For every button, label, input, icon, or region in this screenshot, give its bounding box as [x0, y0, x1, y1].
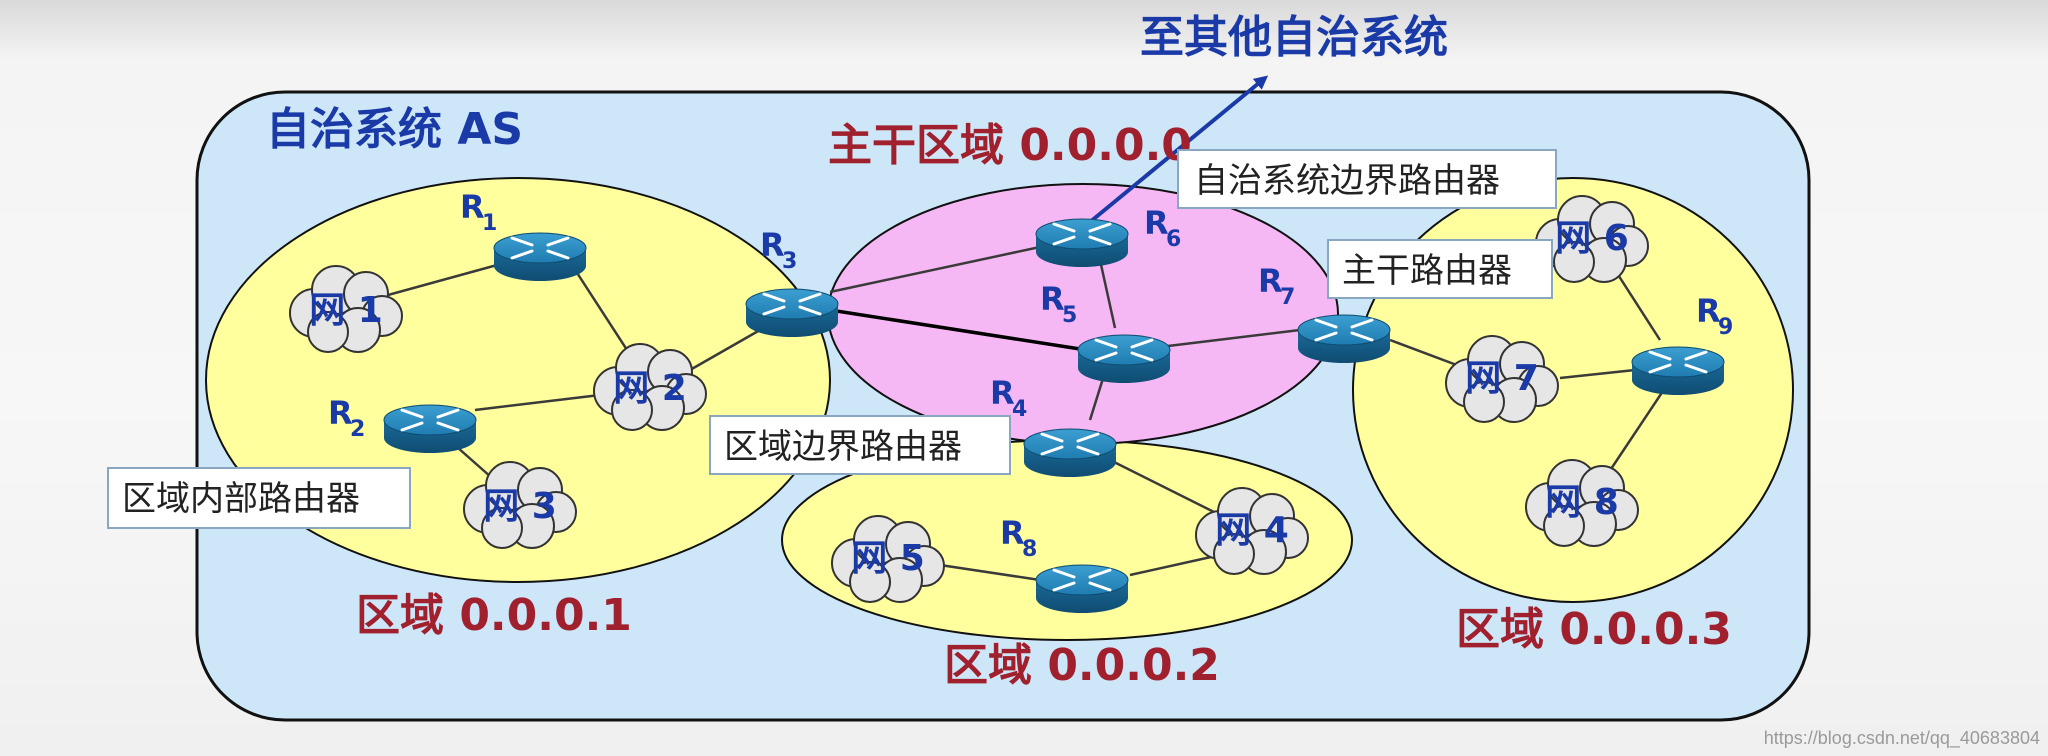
router-label-r7: R7: [1258, 262, 1295, 310]
watermark: https://blog.csdn.net/qq_40683804: [1764, 728, 2040, 749]
router-label-r5: R5: [1040, 280, 1077, 328]
network-label-n5: 网 5: [851, 538, 925, 579]
svg-text:区域边界路由器: 区域边界路由器: [724, 427, 962, 467]
svg-text:3: 3: [782, 249, 797, 274]
backbone-area-title: 主干区域 0.0.0.0: [828, 120, 1192, 171]
router-label-r2: R2: [328, 394, 365, 442]
router-icon-r7: [1297, 314, 1391, 363]
area-0-0-0-3-title: 区域 0.0.0.3: [1456, 604, 1732, 655]
router-label-r3: R3: [760, 226, 797, 274]
svg-text:5: 5: [1062, 303, 1077, 328]
svg-text:1: 1: [482, 211, 497, 236]
svg-text:R: R: [1696, 292, 1721, 330]
svg-text:R: R: [1000, 514, 1025, 552]
router-icon-r2: [383, 404, 477, 453]
svg-text:R: R: [328, 394, 353, 432]
network-label-n7: 网 7: [1465, 358, 1539, 399]
link-r2-n2: [474, 393, 601, 412]
svg-text:8: 8: [1022, 537, 1037, 562]
network-label-n2: 网 2: [613, 368, 687, 409]
svg-text:区域内部路由器: 区域内部路由器: [122, 479, 360, 519]
callout-asbr: 自治系统边界路由器: [1177, 149, 1557, 209]
router-label-r9: R9: [1696, 292, 1733, 340]
link-r8-n4: [1129, 553, 1221, 577]
callout-backbone-router: 主干路由器: [1327, 239, 1553, 299]
svg-text:R: R: [1144, 204, 1169, 242]
router-icon-r3: [745, 288, 839, 337]
svg-text:R: R: [1258, 262, 1283, 300]
router-label-r8: R8: [1000, 514, 1037, 562]
router-icon-r1: [493, 232, 587, 281]
area-0-0-0-2-title: 区域 0.0.0.2: [944, 640, 1220, 691]
svg-text:9: 9: [1718, 315, 1733, 340]
network-label-n6: 网 6: [1555, 218, 1629, 259]
svg-text:4: 4: [1012, 397, 1027, 422]
network-label-n3: 网 3: [483, 486, 557, 527]
router-label-r1: R1: [460, 188, 497, 236]
router-label-r4: R4: [990, 374, 1027, 422]
router-icon-r8: [1035, 564, 1129, 613]
svg-text:6: 6: [1166, 227, 1181, 252]
link-r9-n7: [1559, 368, 1636, 380]
router-label-r6: R6: [1144, 204, 1181, 252]
svg-text:7: 7: [1280, 285, 1295, 310]
svg-text:R: R: [990, 374, 1015, 412]
link-r8-n5: [939, 563, 1041, 582]
link-r1-n1: [369, 260, 509, 302]
link-r9-n6: [1613, 269, 1662, 341]
svg-text:R: R: [760, 226, 785, 264]
area-0-0-0-1-title: 区域 0.0.0.1: [356, 590, 632, 641]
router-icon-r6: [1035, 218, 1129, 267]
svg-text:主干路由器: 主干路由器: [1342, 251, 1512, 291]
router-icon-r5: [1077, 334, 1171, 383]
network-cloud-n1: 网 1: [289, 265, 403, 353]
svg-text:R: R: [460, 188, 485, 226]
as-title: 自治系统 AS: [266, 104, 523, 155]
callout-area-border-router: 区域边界路由器: [709, 415, 1011, 475]
network-cloud-n3: 网 3: [463, 461, 577, 549]
network-cloud-n2: 网 2: [593, 343, 707, 431]
network-label-n8: 网 8: [1545, 482, 1619, 523]
network-label-n4: 网 4: [1215, 510, 1289, 551]
svg-text:自治系统边界路由器: 自治系统边界路由器: [1194, 161, 1500, 201]
link-r3-r5: [829, 308, 1081, 351]
routers: [383, 218, 1725, 613]
network-cloud-n4: 网 4: [1195, 487, 1309, 575]
network-cloud-n6: 网 6: [1535, 195, 1649, 283]
link-r3-r6: [829, 245, 1041, 294]
link-r4-n4: [1109, 458, 1231, 522]
link-r6-r5: [1098, 259, 1117, 329]
callout-internal-router: 区域内部路由器: [107, 467, 411, 529]
router-icon-r4: [1023, 428, 1117, 477]
network-label-n1: 网 1: [309, 290, 383, 331]
network-cloud-n5: 网 5: [831, 515, 945, 603]
network-cloud-n7: 网 7: [1445, 335, 1559, 423]
link-r3-n2: [689, 328, 761, 372]
link-r9-n8: [1603, 387, 1667, 479]
svg-text:R: R: [1040, 280, 1065, 318]
router-icon-r9: [1631, 346, 1725, 395]
link-r5-r7: [1167, 328, 1301, 348]
network-cloud-n8: 网 8: [1525, 459, 1639, 547]
external-as-title: 至其他自治系统: [1140, 12, 1448, 63]
svg-text:2: 2: [350, 417, 365, 442]
